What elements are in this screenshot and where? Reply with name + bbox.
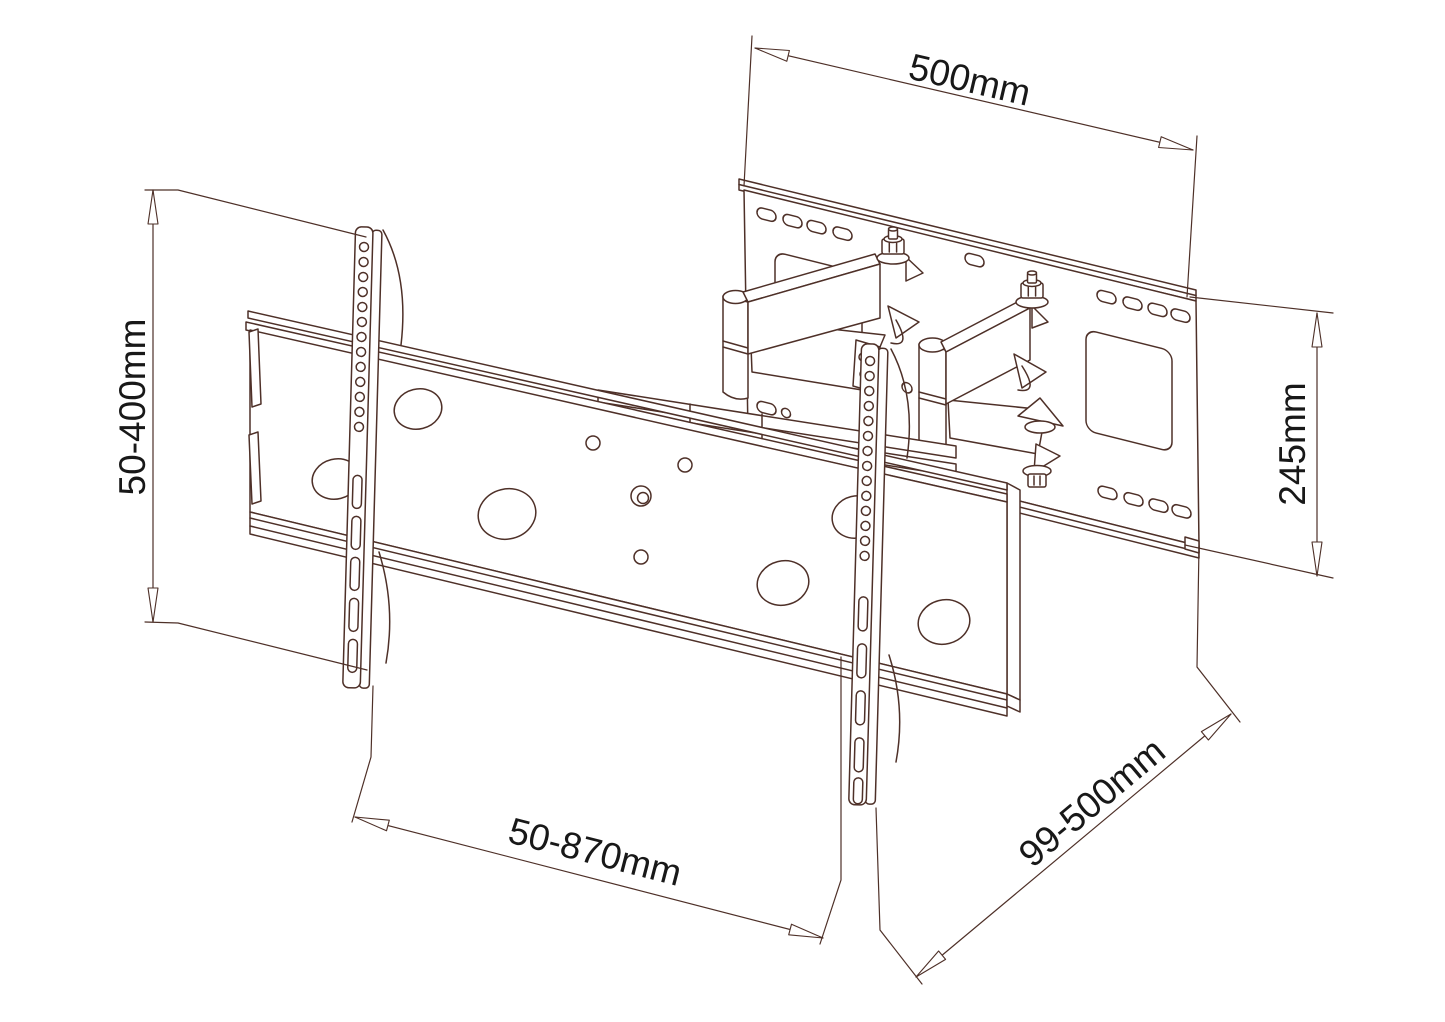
plate-hole [677,457,693,473]
plate-top-strip [247,310,1008,491]
mounting-slot [1096,289,1117,305]
extension-line [743,35,753,187]
arrowhead [788,923,824,939]
plate-hole [780,407,792,419]
gusset [1031,305,1049,329]
plate-right-end [1006,482,1021,701]
mounting-slot [1123,491,1144,507]
plate-hole [633,549,649,565]
extension-line [1186,135,1198,298]
upper-arm-link-outer [747,263,881,355]
gusset [1013,353,1047,389]
gusset [887,305,920,339]
articulating-arm-upper [722,226,924,400]
extension-line [144,189,367,238]
extension-line [1189,296,1334,314]
plate-large-hole [477,487,537,541]
extension-line [144,621,368,671]
dimension-label-vesa-height-range: 50-400mm [112,319,153,496]
arrowhead [1158,136,1194,151]
dimension-label-extension-depth: 99-500mm [1011,730,1173,875]
rail-wing-curve [378,551,391,664]
rail-wing-curve [382,229,404,346]
dimension-label-wall-plate-height: 245mm [1272,382,1313,505]
upper-arm-pivot-cylinder [722,295,749,400]
mounting-slot [964,252,985,268]
mounting-slot [832,226,853,242]
mounting-slot [1148,498,1169,514]
arrowhead [754,47,790,62]
dimension-vesa-width-range: 50-870mm [351,656,842,945]
arrowhead [1200,713,1232,741]
extension-line [819,656,842,945]
mounting-slot [1122,296,1143,312]
mounting-slot [756,400,777,416]
plate-large-hole [917,598,971,646]
arrowhead [1311,541,1323,577]
plate-large-hole [393,387,443,431]
mounting-slot [756,207,777,223]
dimension-label-vesa-width-range: 50-870mm [504,810,685,894]
plate-large-hole [756,559,810,607]
mounting-slot [1147,302,1168,318]
mounting-slot [1170,308,1191,324]
arrowhead [147,189,159,225]
lower-arm-link-outer [945,307,1031,405]
mounting-slot [806,219,827,235]
vesa-rail-right [848,343,911,806]
plate-hole [630,485,652,507]
extension-line [875,807,923,985]
arrowhead [1311,312,1323,348]
extension-line [1196,545,1241,723]
arrowhead [354,816,390,832]
wall-plate-cutout-right [1085,330,1173,451]
plate-hole [636,491,650,505]
arrowhead [915,950,947,978]
rail-wing-curve [890,348,911,459]
articulating-arm-lower [918,270,1064,488]
extension-line [1184,544,1334,579]
dimension-vesa-height-range: 50-400mm [112,189,368,671]
arrowhead [147,587,159,623]
rail-front-face [848,343,880,806]
dimension-wall-plate-height: 245mm [1184,296,1334,579]
extension-line [351,685,374,823]
hex-nut [1027,473,1047,488]
washer [1024,420,1056,434]
dimension-line [915,713,1232,978]
vesa-rail-left [342,226,404,689]
plate-hole [585,435,601,451]
rail-wing-curve [888,654,901,763]
dimension-line [354,816,824,939]
mounting-slot [1171,503,1192,519]
dimension-label-wall-plate-width: 500mm [905,46,1034,114]
mounting-slot [782,213,803,229]
plate-left-tab [248,328,262,408]
gusset [905,256,924,282]
tv-mounting-plate [245,310,1021,717]
plate-left-tab [248,431,262,505]
mounting-slot [1097,485,1118,501]
dimension-line [754,47,1194,151]
